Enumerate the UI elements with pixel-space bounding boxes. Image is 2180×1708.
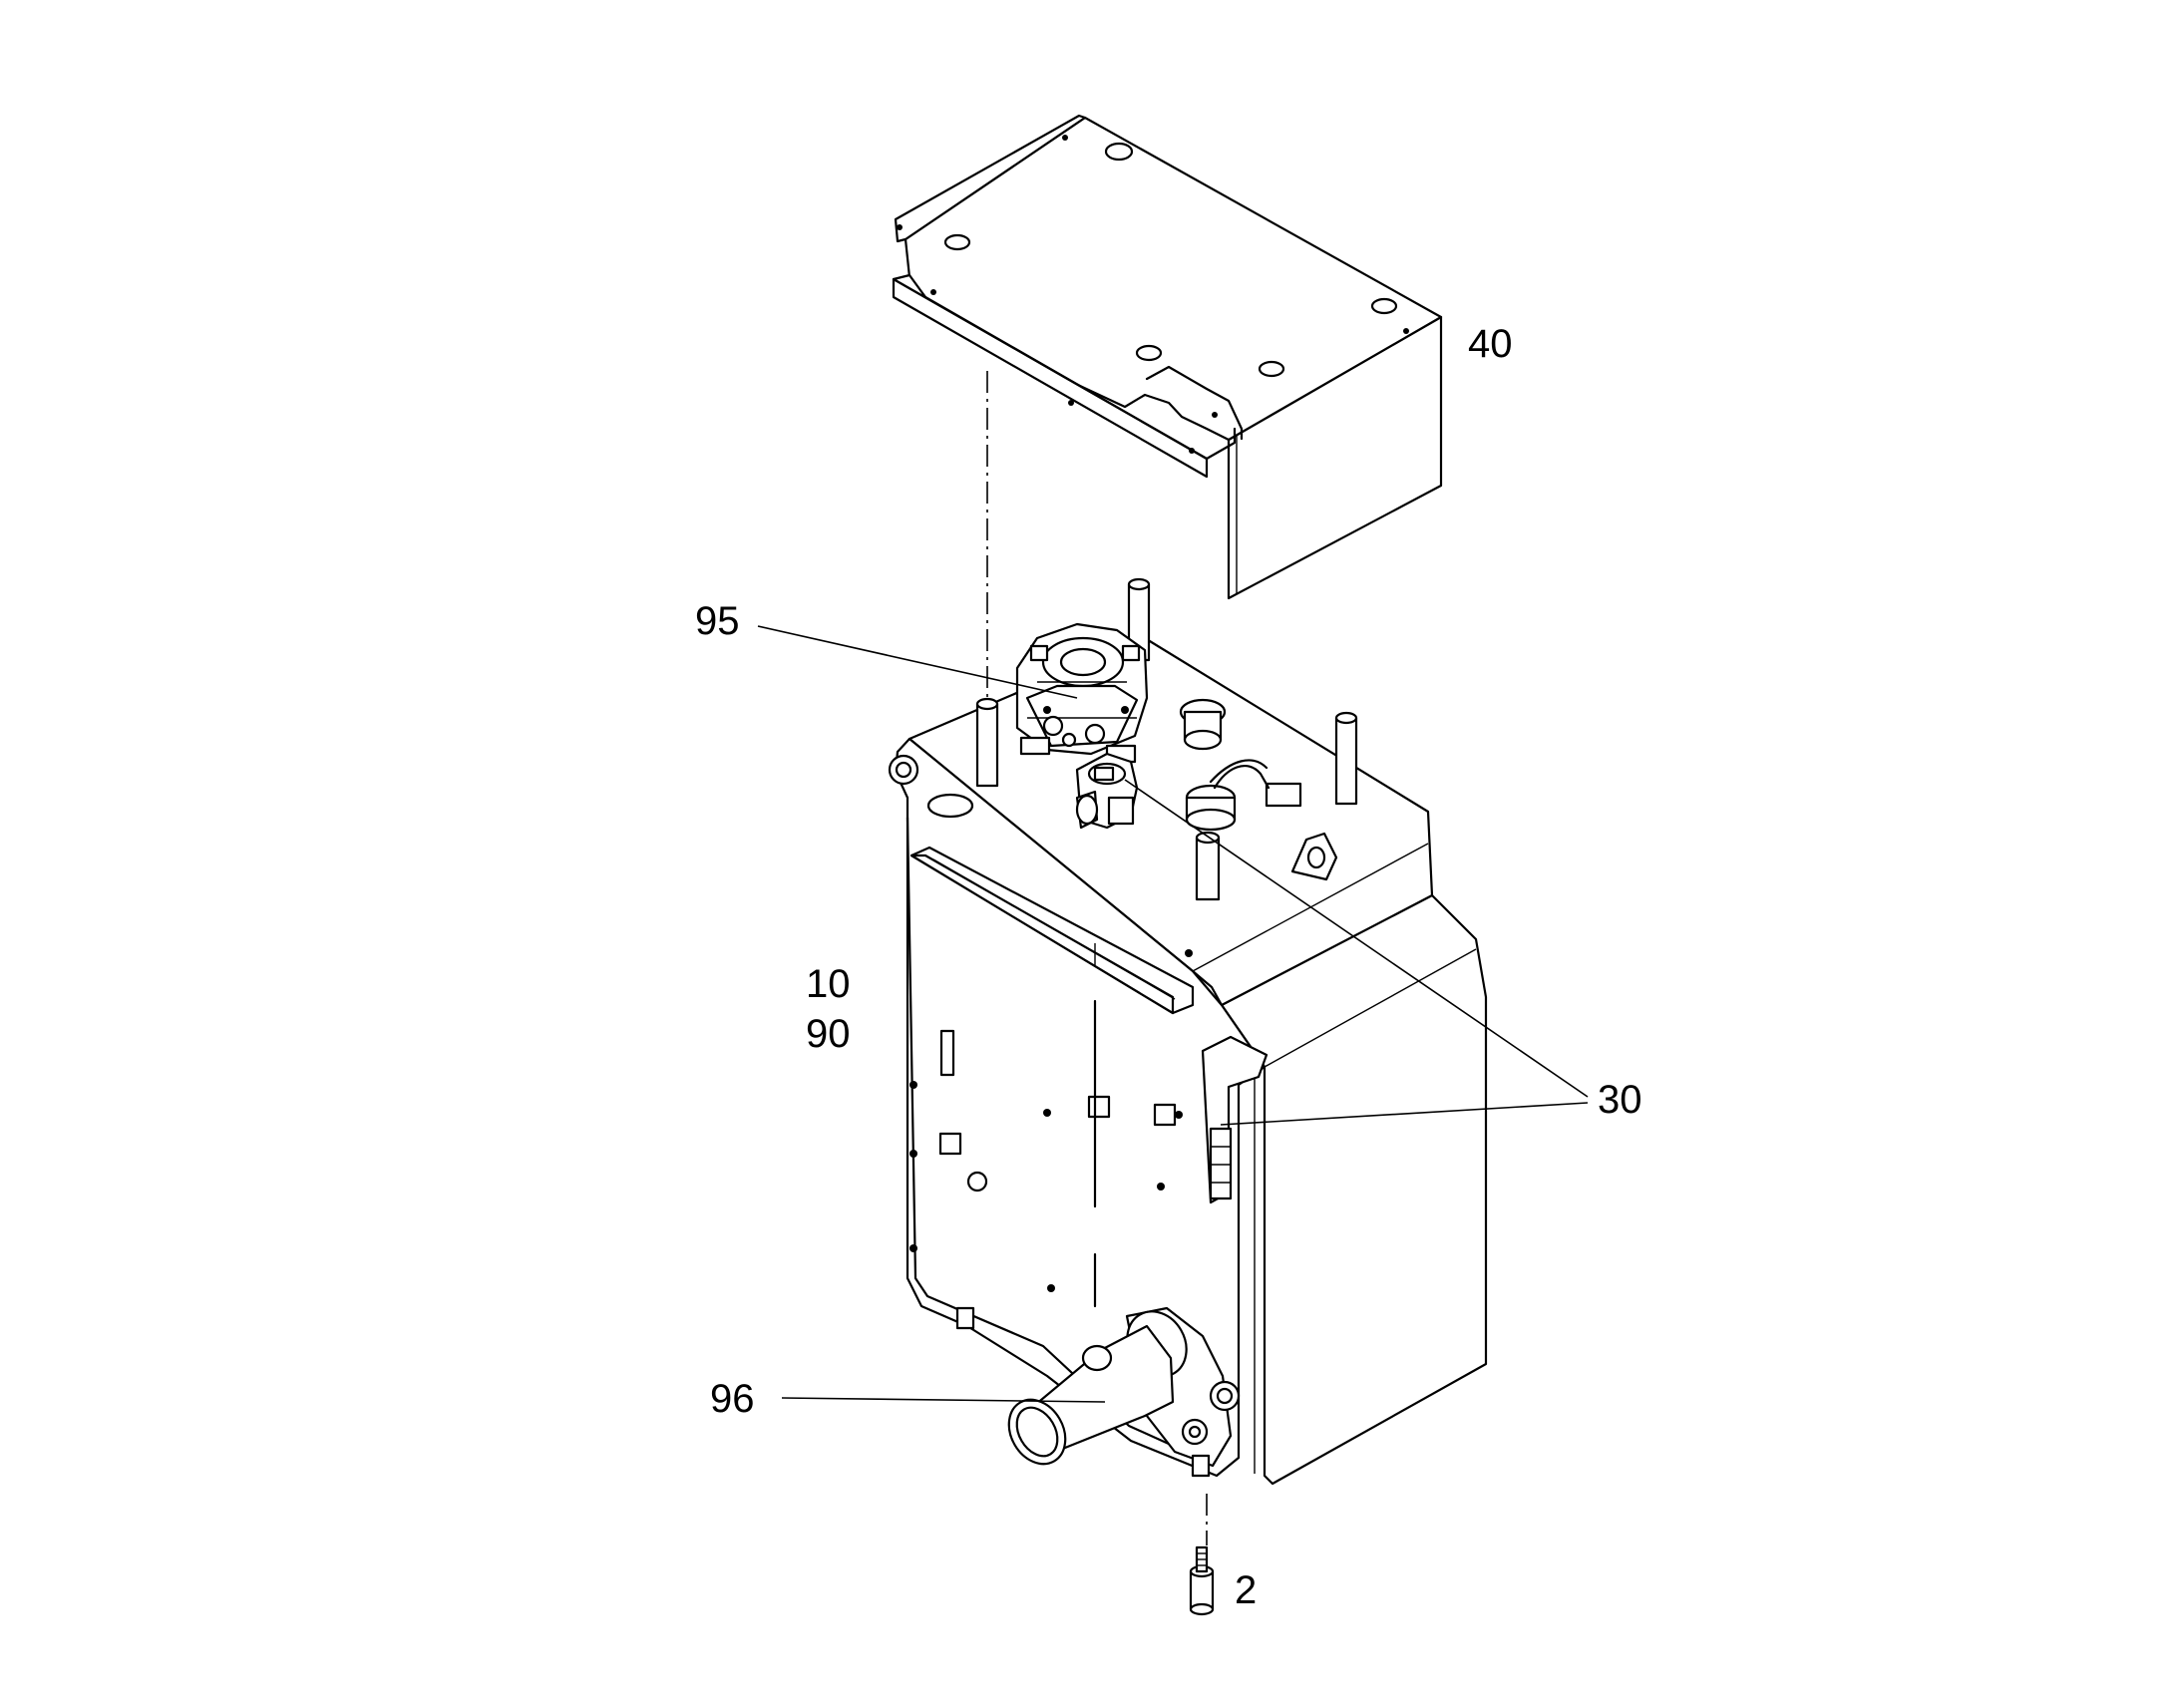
cover-plate-part-40 (892, 114, 1443, 600)
leader-96 (781, 1397, 1106, 1403)
top-posts (975, 577, 1358, 901)
top-cap (1179, 698, 1237, 832)
valve-assembly-part-95 (1015, 622, 1149, 764)
leader-95 (757, 625, 1078, 699)
callout-2: 2 (1235, 1568, 1257, 1612)
flue-pipe-part-96 (1007, 1306, 1241, 1478)
electrical-fitting (1209, 759, 1302, 808)
callout-96: 96 (710, 1377, 755, 1421)
pressure-switch-part-30 (1075, 752, 1139, 830)
stud-part-2 (1189, 1545, 1215, 1616)
lifting-eye (1290, 832, 1338, 881)
leader-30-a (1124, 779, 1589, 1098)
callout-90: 90 (806, 1012, 851, 1056)
callout-95: 95 (695, 599, 740, 643)
leader-30-b (1220, 1102, 1589, 1126)
callout-10: 10 (806, 962, 851, 1006)
callout-40: 40 (1468, 322, 1513, 366)
callout-30: 30 (1598, 1078, 1642, 1122)
